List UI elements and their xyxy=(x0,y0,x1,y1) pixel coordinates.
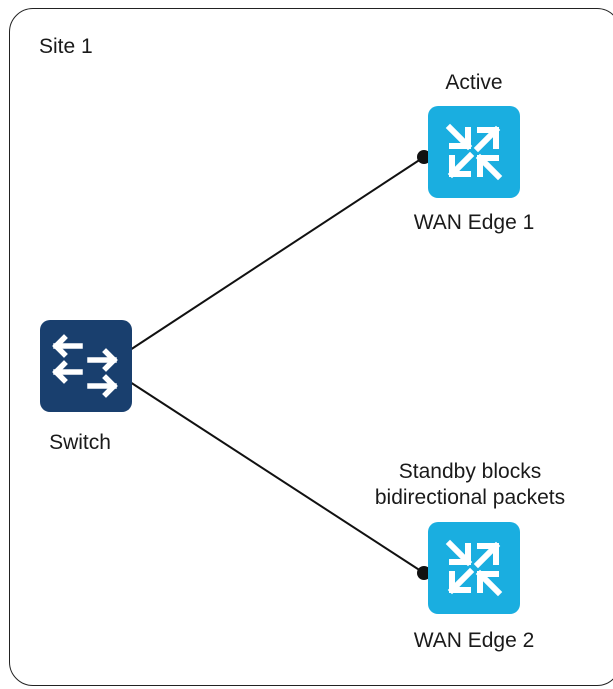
wan-edge-2-label: WAN Edge 2 xyxy=(413,629,535,652)
wan-edge-1-node[interactable] xyxy=(428,106,520,198)
router-icon xyxy=(445,539,503,597)
edge1-status-label: Active xyxy=(445,71,503,94)
switch-node[interactable] xyxy=(40,320,132,412)
wan-edge-2-node[interactable] xyxy=(428,522,520,614)
edge2-status-line1: Standby blocks xyxy=(398,460,542,483)
link-switch-edge1 xyxy=(129,156,425,351)
switch-icon xyxy=(52,334,118,398)
link-switch-edge2 xyxy=(129,381,425,574)
link-endpoint-edge2 xyxy=(417,566,431,580)
site-boundary xyxy=(9,8,613,686)
switch-label: Switch xyxy=(49,431,111,454)
wan-edge-1-label: WAN Edge 1 xyxy=(413,211,535,234)
edge2-status-line2: bidirectional packets xyxy=(374,486,566,510)
router-icon xyxy=(445,123,503,181)
link-endpoint-edge1 xyxy=(417,150,431,164)
site-label: Site 1 xyxy=(39,35,93,58)
edge2-status-label: Standby blocks bidirectional packets xyxy=(340,459,600,512)
